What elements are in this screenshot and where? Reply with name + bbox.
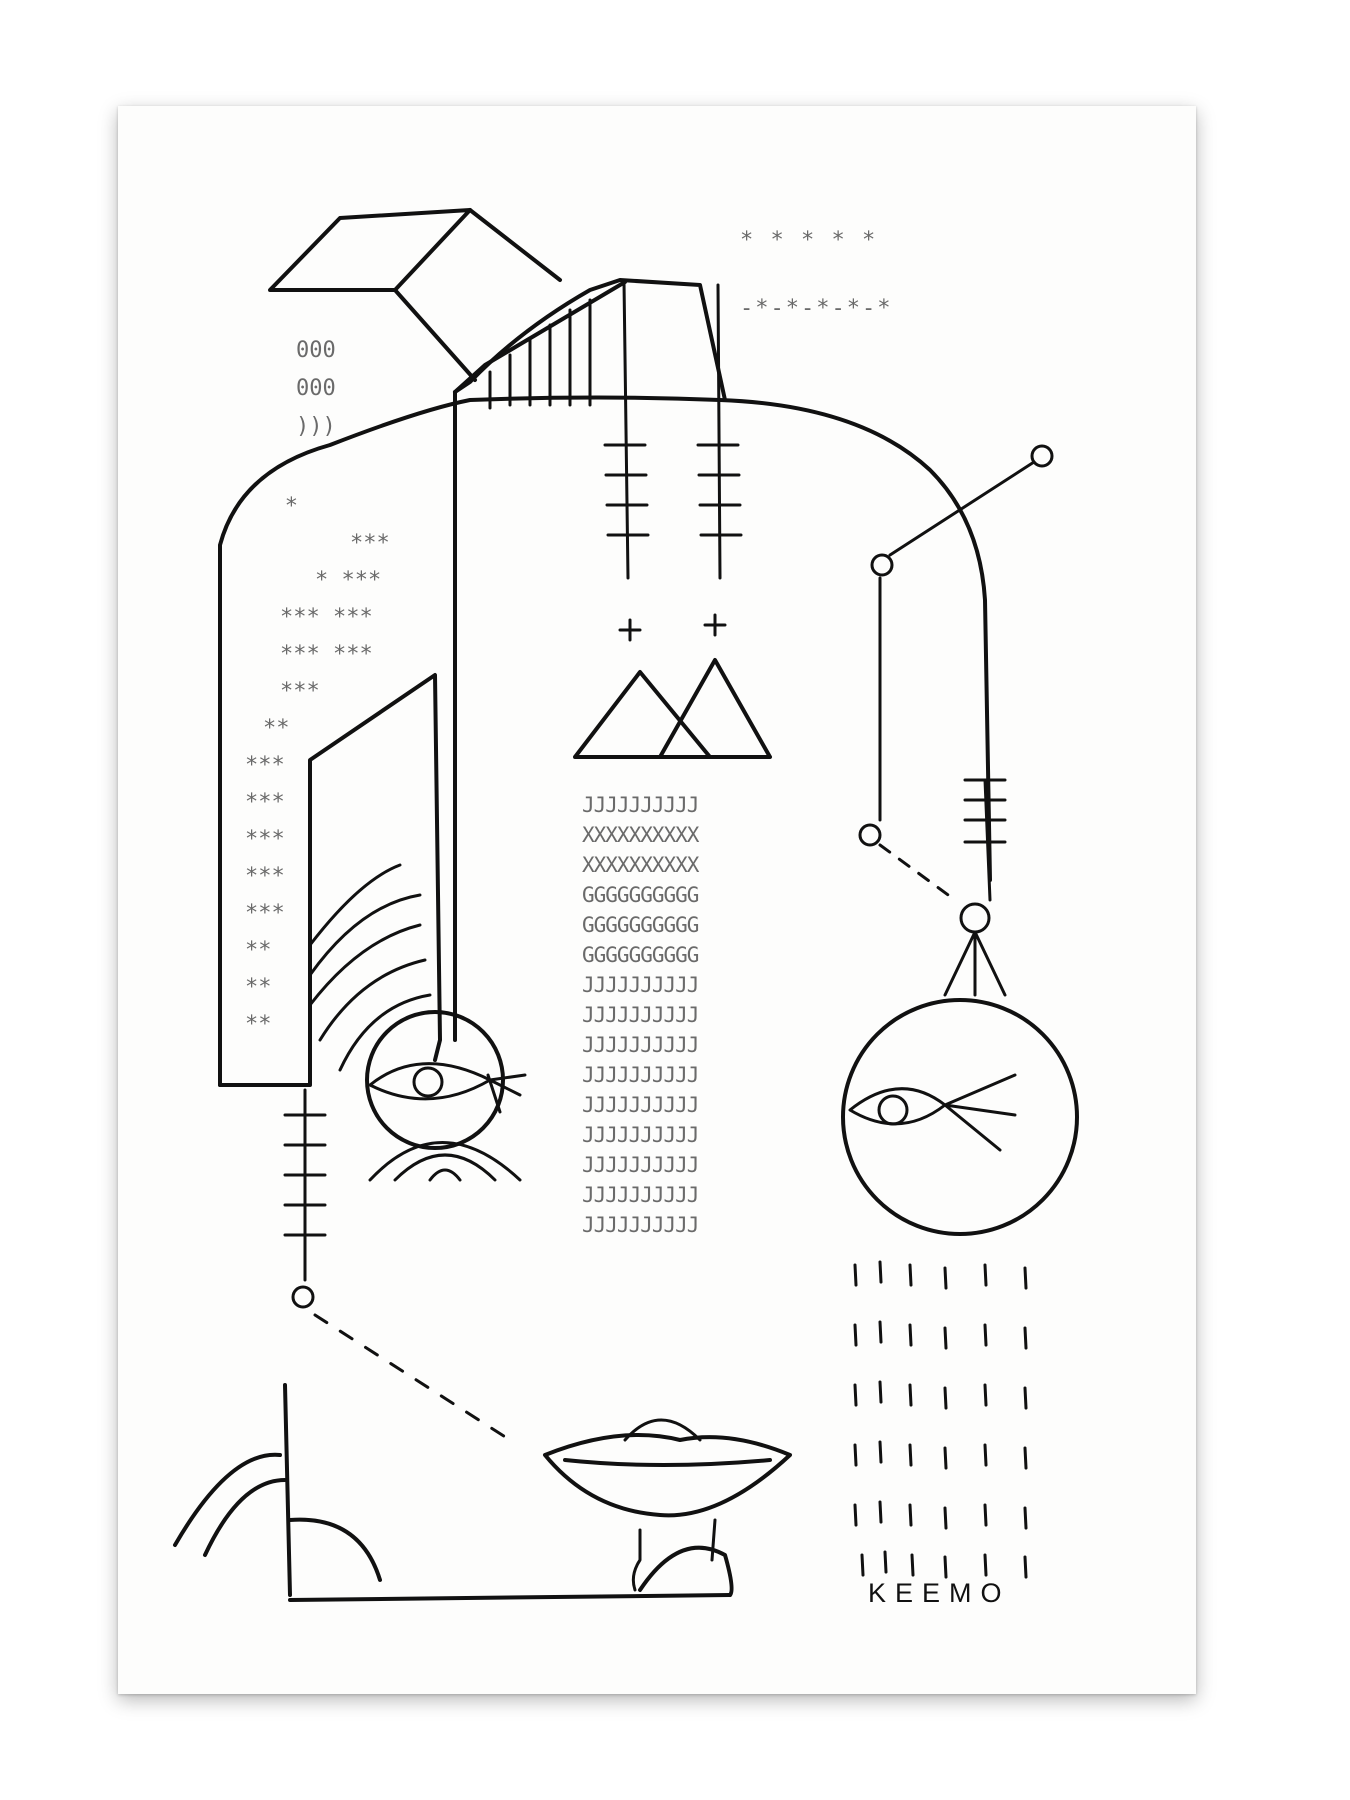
asterisk-row: ***	[350, 531, 390, 556]
asterisk-row: **	[263, 716, 290, 741]
letter-row: JJJJJJJJJJ	[582, 973, 699, 997]
letter-row: JJJJJJJJJJ	[582, 1063, 699, 1087]
letter-row: JJJJJJJJJJ	[582, 1093, 699, 1117]
asterisk-row: *** ***	[280, 605, 373, 630]
hatched-line-left	[603, 280, 650, 580]
left-pupil	[412, 1066, 444, 1098]
left-node	[291, 1285, 315, 1309]
top-right-node	[1030, 444, 1054, 468]
left-panel	[218, 673, 442, 1087]
stripe-lines	[488, 298, 592, 410]
asterisk-row: ***	[245, 901, 285, 926]
right-pupil	[877, 1094, 909, 1126]
typed-letter-column: JJJJJJJJJJ XXXXXXXXXX XXXXXXXXXX GGGGGGG…	[582, 790, 699, 1240]
left-hatched-line	[283, 1088, 327, 1282]
asterisk-row: *** ***	[280, 642, 373, 667]
mid-right-node	[870, 553, 894, 577]
typed-left-row: 000	[296, 338, 336, 363]
typed-top-row-2: -*-*-*-*-*	[740, 296, 893, 321]
hanging-node	[959, 902, 991, 934]
diag-line	[888, 460, 1036, 557]
lower-right-node	[858, 823, 882, 847]
chin-blob	[638, 1545, 734, 1597]
lower-arcs	[368, 1141, 522, 1182]
right-eye-circle	[841, 998, 1079, 1236]
typed-asterisk-block: * *** * *** *** *** *** *** *** ** *** *…	[245, 488, 390, 1043]
dashed-line-right	[878, 843, 957, 902]
letter-row: JJJJJJJJJJ	[582, 1153, 699, 1177]
asterisk-row: * ***	[315, 568, 382, 593]
letter-row: JJJJJJJJJJ	[582, 1033, 699, 1057]
typed-left-block: 000 000 )))	[296, 332, 336, 446]
asterisk-row: **	[245, 1012, 272, 1037]
letter-row: GGGGGGGGGG	[582, 883, 699, 907]
lips	[543, 1433, 792, 1518]
letter-row: GGGGGGGGGG	[582, 943, 699, 967]
asterisk-row: ***	[245, 864, 285, 889]
mountains	[573, 658, 772, 759]
letter-row: XXXXXXXXXX	[582, 853, 699, 877]
letter-row: JJJJJJJJJJ	[582, 1003, 699, 1027]
asterisk-row: **	[245, 938, 272, 963]
letter-row: JJJJJJJJJJ	[582, 793, 699, 817]
typed-left-row: 000	[296, 376, 336, 401]
stripe-top	[453, 280, 627, 394]
letter-row: JJJJJJJJJJ	[582, 1183, 699, 1207]
letter-row: GGGGGGGGGG	[582, 913, 699, 937]
left-eye-circle	[365, 1010, 505, 1150]
artist-signature: KEEMO	[868, 1578, 1011, 1608]
plus-left	[618, 618, 642, 642]
asterisk-row: *	[245, 494, 298, 519]
right-eye	[848, 1073, 1017, 1152]
letter-row: JJJJJJJJJJ	[582, 1213, 699, 1237]
paper-sheet	[118, 106, 1196, 1694]
letter-row: JJJJJJJJJJ	[582, 1123, 699, 1147]
dashed-line-left	[313, 1313, 512, 1442]
rain-dashes	[853, 1260, 1028, 1579]
chin	[631, 1518, 717, 1592]
typed-top-row-1: * * * * *	[740, 228, 878, 253]
asterisk-row: ***	[280, 679, 320, 704]
letter-row: XXXXXXXXXX	[582, 823, 699, 847]
plus-right	[703, 613, 727, 637]
asterisk-row: ***	[245, 827, 285, 852]
typed-left-row: )))	[296, 414, 336, 439]
hat-box-top	[268, 208, 472, 292]
left-arcs	[308, 863, 432, 1072]
asterisk-row: ***	[245, 753, 285, 778]
right-hatched-line	[963, 778, 1007, 902]
hat-box-side	[393, 208, 562, 382]
asterisk-row: ***	[245, 790, 285, 815]
bottom-stroke	[283, 1383, 732, 1602]
head-outline	[218, 395, 992, 1087]
asterisk-row: **	[245, 975, 272, 1000]
left-eye	[368, 1062, 527, 1114]
tripod	[943, 930, 1007, 997]
bottom-arcs	[173, 1452, 287, 1557]
hatched-line-right	[696, 283, 743, 580]
tongue	[623, 1418, 702, 1442]
